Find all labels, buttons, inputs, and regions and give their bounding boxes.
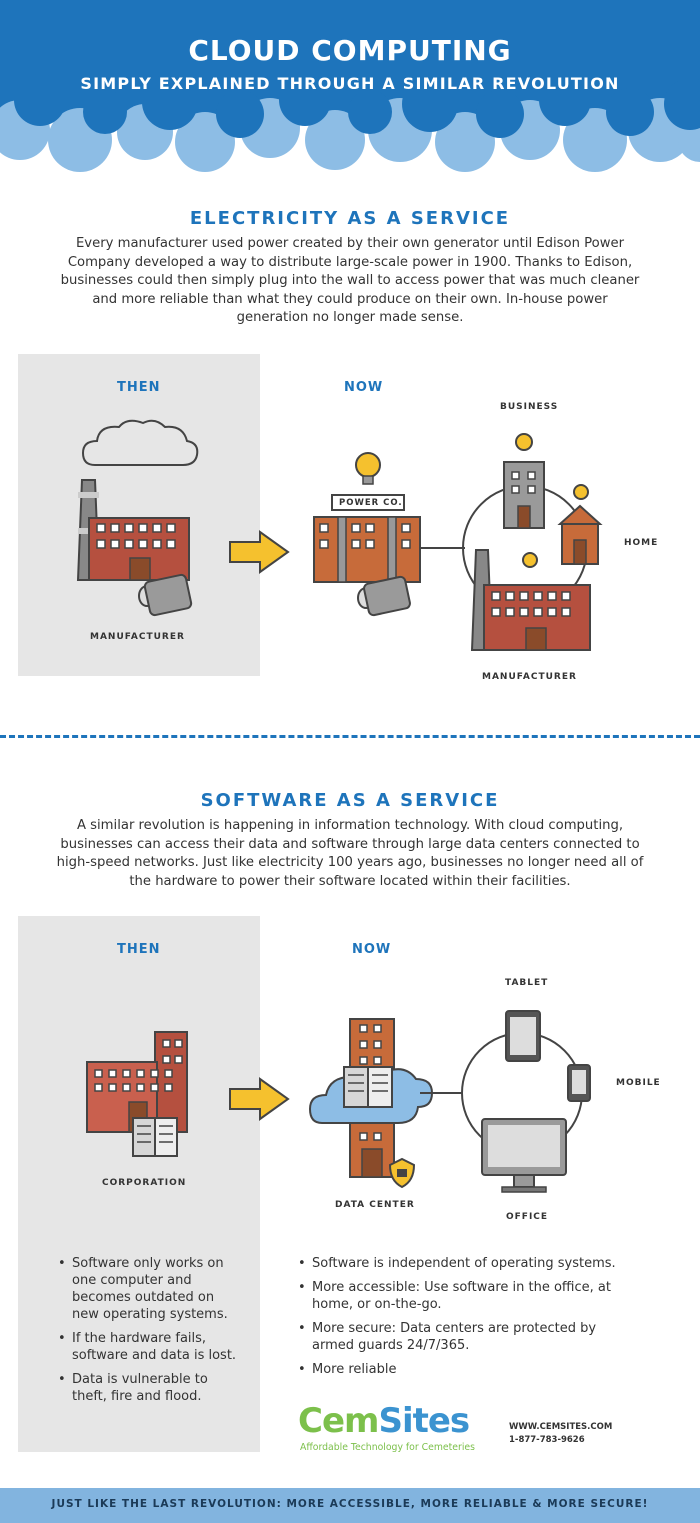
server-icon (132, 1117, 178, 1157)
generator-icon (357, 575, 411, 617)
factory-then-illustration (76, 419, 199, 617)
factory-icon (470, 549, 591, 651)
home-label: HOME (624, 538, 659, 548)
business-label: BUSINESS (500, 402, 559, 412)
software-now-label: NOW (352, 942, 392, 957)
tablet-icon (505, 1010, 541, 1062)
list-item: More accessible: Use software in the off… (298, 1279, 638, 1313)
generator-icon (138, 573, 193, 617)
software-text: A similar revolution is happening in inf… (56, 818, 644, 889)
footer-text: JUST LIKE THE LAST REVOLUTION: MORE ACCE… (51, 1498, 649, 1510)
software-then-label: THEN (117, 942, 161, 957)
arrow-icon (229, 530, 290, 574)
page-subtitle: SIMPLY EXPLAINED THROUGH A SIMILAR REVOL… (80, 74, 620, 93)
phone-icon (567, 1064, 591, 1102)
list-item: More secure: Data centers are protected … (298, 1320, 638, 1354)
list-item: Software only works on one computer and … (58, 1255, 238, 1323)
lightbulb-icon (355, 452, 381, 485)
corporation-illustration (86, 1031, 188, 1157)
power-sign (331, 494, 405, 511)
electricity-then-caption: MANUFACTURER (90, 632, 185, 642)
then-bullet-list: Software only works on one computer and … (58, 1255, 238, 1412)
logo-part1: Cem (298, 1401, 379, 1441)
manufacturer-label: MANUFACTURER (482, 672, 577, 682)
mobile-label: MOBILE (616, 1078, 661, 1088)
corporation-label: CORPORATION (102, 1178, 187, 1188)
cloud-icon (81, 419, 199, 466)
page-title: CLOUD COMPUTING (188, 34, 512, 67)
list-item: Data is vulnerable to theft, fire and fl… (58, 1371, 238, 1405)
cemsites-logo[interactable]: CemSites Affordable Technology for Cemet… (298, 1401, 488, 1455)
now-bullet-list: Software is independent of operating sys… (298, 1255, 638, 1385)
factory-icon (76, 479, 190, 581)
software-title: SOFTWARE AS A SERVICE (200, 790, 500, 811)
data-center-label: DATA CENTER (335, 1200, 415, 1210)
electricity-now-label: NOW (344, 380, 384, 395)
footer-banner: JUST LIKE THE LAST REVOLUTION: MORE ACCE… (0, 1488, 700, 1523)
phone-number: 1-877-783-9626 (509, 1435, 585, 1445)
list-item: If the hardware fails, software and data… (58, 1330, 238, 1364)
house-icon (557, 484, 603, 565)
list-item: Software is independent of operating sys… (298, 1255, 638, 1272)
electricity-now-illustration (313, 433, 603, 651)
website-link[interactable]: WWW.CEMSITES.COM (509, 1422, 613, 1432)
electricity-then-panel (18, 354, 260, 676)
server-icon (343, 1066, 393, 1108)
contact-info: WWW.CEMSITES.COM 1-877-783-9626 (509, 1421, 612, 1447)
software-now-illustration (308, 1010, 591, 1193)
business-building-icon (503, 433, 545, 529)
logo-tagline: Affordable Technology for Cemeteries (300, 1442, 475, 1453)
tablet-label: TABLET (505, 978, 549, 988)
power-co-sign-label: POWER CO. (339, 498, 403, 508)
lock-icon (388, 1157, 416, 1189)
arrow-icon (229, 1077, 290, 1121)
electricity-title: ELECTRICITY AS A SERVICE (189, 208, 511, 229)
section-divider (0, 735, 700, 738)
list-item: More reliable (298, 1361, 638, 1378)
logo-part2: Sites (378, 1401, 470, 1441)
electricity-text: Every manufacturer used power created by… (60, 236, 640, 325)
monitor-icon (481, 1118, 567, 1193)
hero-banner: CLOUD COMPUTING SIMPLY EXPLAINED THROUGH… (0, 0, 700, 180)
office-label: OFFICE (506, 1212, 549, 1222)
cloud-banner-icon (0, 0, 700, 172)
power-plant-icon (313, 516, 421, 583)
electricity-then-label: THEN (117, 380, 161, 395)
